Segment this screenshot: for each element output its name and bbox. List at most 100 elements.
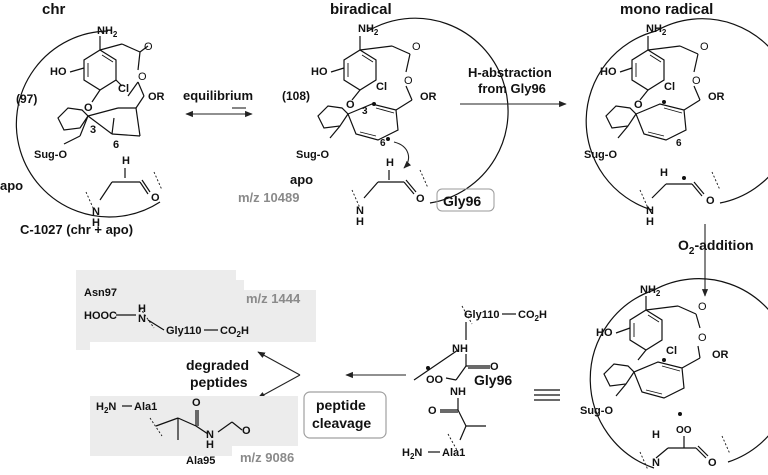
svg-text:OR: OR xyxy=(148,91,165,103)
nh2-label: NH2 xyxy=(97,25,118,39)
svg-text:N: N xyxy=(652,457,660,469)
svg-text:O: O xyxy=(84,102,93,114)
fragment-1444: Asn97 HOOC H N Gly110 CO2H m/z 1444 xyxy=(76,270,316,350)
equilibrium-label: equilibrium xyxy=(183,88,253,103)
svg-text:O: O xyxy=(698,332,707,344)
equilibrium-arrows: equilibrium xyxy=(183,88,253,118)
svg-text:CO2H: CO2H xyxy=(518,309,547,323)
mass-9086: m/z 9086 xyxy=(240,450,294,465)
o2-addition-label: O2-addition xyxy=(678,237,754,257)
c1027-label: C-1027 (chr + apo) xyxy=(20,222,133,237)
equivalence-symbol xyxy=(534,389,560,401)
svg-text:NH2: NH2 xyxy=(640,284,661,298)
svg-text:O: O xyxy=(144,41,153,53)
residue-108-label: (108) xyxy=(282,89,310,103)
svg-text:O: O xyxy=(708,457,717,469)
svg-text:O: O xyxy=(242,425,251,437)
svg-text:O: O xyxy=(192,397,201,409)
svg-text:Gly110: Gly110 xyxy=(464,309,499,321)
svg-text:NH2: NH2 xyxy=(646,23,667,37)
svg-text:6: 6 xyxy=(113,139,119,151)
svg-text:O: O xyxy=(634,99,643,111)
svg-text:3: 3 xyxy=(362,106,368,117)
svg-text:H: H xyxy=(356,216,364,228)
mass-10489: m/z 10489 xyxy=(238,190,299,205)
svg-text:Sug-O: Sug-O xyxy=(34,149,67,161)
asn97-label: Asn97 xyxy=(84,287,117,299)
chr-title: chr xyxy=(42,1,66,18)
svg-text:Ala1: Ala1 xyxy=(442,447,465,459)
svg-text:OO: OO xyxy=(426,374,444,386)
apo-label-2: apo xyxy=(290,172,313,187)
svg-text:H: H xyxy=(138,303,146,315)
mono-apo-arc xyxy=(655,18,768,204)
svg-text:Gly110: Gly110 xyxy=(166,325,201,337)
svg-text:HO: HO xyxy=(311,66,328,78)
svg-text:H2N: H2N xyxy=(96,401,116,415)
chr-structure: chr NH2 O O HO Cl O (97) 3 6 OR Sug- xyxy=(0,1,165,237)
peptide-cleavage-1: peptide xyxy=(316,397,366,413)
biradical-apo-arc xyxy=(367,17,509,204)
svg-text:H: H xyxy=(660,167,668,179)
svg-text:O: O xyxy=(412,41,421,53)
svg-text:H: H xyxy=(122,155,130,167)
svg-text:3: 3 xyxy=(90,124,96,136)
apo-label-1: apo xyxy=(0,178,23,193)
svg-text:OR: OR xyxy=(708,91,725,103)
svg-text:N: N xyxy=(206,429,214,441)
svg-text:HO: HO xyxy=(596,327,613,339)
svg-text:O: O xyxy=(404,75,413,87)
cleavage-arrows: peptide cleavage xyxy=(257,351,406,439)
svg-text:H: H xyxy=(386,157,394,169)
chr-apo-arc xyxy=(15,30,161,218)
chr-aromatic-ring xyxy=(83,49,117,91)
svg-text:HOOC: HOOC xyxy=(84,310,117,322)
o2-addition-arrow: O2-addition xyxy=(678,224,754,297)
svg-text:O: O xyxy=(706,195,715,207)
svg-text:peptides: peptides xyxy=(190,374,248,390)
svg-text:Sug-O: Sug-O xyxy=(584,149,617,161)
svg-text:NH: NH xyxy=(452,343,468,355)
svg-text:O: O xyxy=(692,75,701,87)
svg-text:O: O xyxy=(428,405,437,417)
svg-text:Cl: Cl xyxy=(666,345,677,357)
svg-text:Sug-O: Sug-O xyxy=(296,149,329,161)
peroxy-peptide: Gly110 CO2H NH O OO Gly96 NH O H2N Ala1 xyxy=(402,305,547,461)
svg-text:HO: HO xyxy=(50,66,67,78)
svg-text:H: H xyxy=(646,216,654,228)
mass-1444: m/z 1444 xyxy=(246,291,301,306)
svg-text:N: N xyxy=(356,205,364,217)
svg-text:N: N xyxy=(92,206,100,218)
peptide-cleavage-2: cleavage xyxy=(312,415,371,431)
svg-text:6: 6 xyxy=(676,138,682,149)
svg-text:H-abstraction: H-abstraction xyxy=(468,65,552,80)
svg-text:O: O xyxy=(346,99,355,111)
gly96-label-2: Gly96 xyxy=(474,372,512,388)
svg-text:N: N xyxy=(646,205,654,217)
svg-text:6: 6 xyxy=(380,138,386,149)
ala95-label: Ala95 xyxy=(186,455,215,467)
svg-text:Ala1: Ala1 xyxy=(134,401,157,413)
mono-radical-title: mono radical xyxy=(620,1,713,18)
biradical-title: biradical xyxy=(330,1,392,18)
svg-text:O: O xyxy=(138,71,147,83)
svg-text:Cl: Cl xyxy=(376,81,387,93)
svg-text:N: N xyxy=(138,313,146,325)
peroxy-structure: NH2 O O HO Cl OR Sug-O OO H O N xyxy=(580,278,768,471)
svg-text:H: H xyxy=(92,217,100,229)
svg-text:Cl: Cl xyxy=(118,83,129,95)
svg-text:H: H xyxy=(652,429,660,441)
svg-text:Sug-O: Sug-O xyxy=(580,405,613,417)
degraded-peptides-label: degraded peptides xyxy=(186,357,249,390)
svg-text:O: O xyxy=(416,193,425,205)
svg-text:CO2H: CO2H xyxy=(220,325,249,339)
svg-text:O: O xyxy=(151,192,160,204)
svg-text:H2N: H2N xyxy=(402,447,422,461)
mono-radical-structure: mono radical NH2 O O HO Cl O OR 6 Sug-O … xyxy=(584,1,768,228)
svg-text:O: O xyxy=(700,41,709,53)
h-abstraction-arrow: H-abstraction from Gly96 xyxy=(460,65,567,108)
fragment-9086: H2N Ala1 O N H O Ala95 m/z 9086 xyxy=(90,396,298,467)
svg-text:from Gly96: from Gly96 xyxy=(478,81,546,96)
